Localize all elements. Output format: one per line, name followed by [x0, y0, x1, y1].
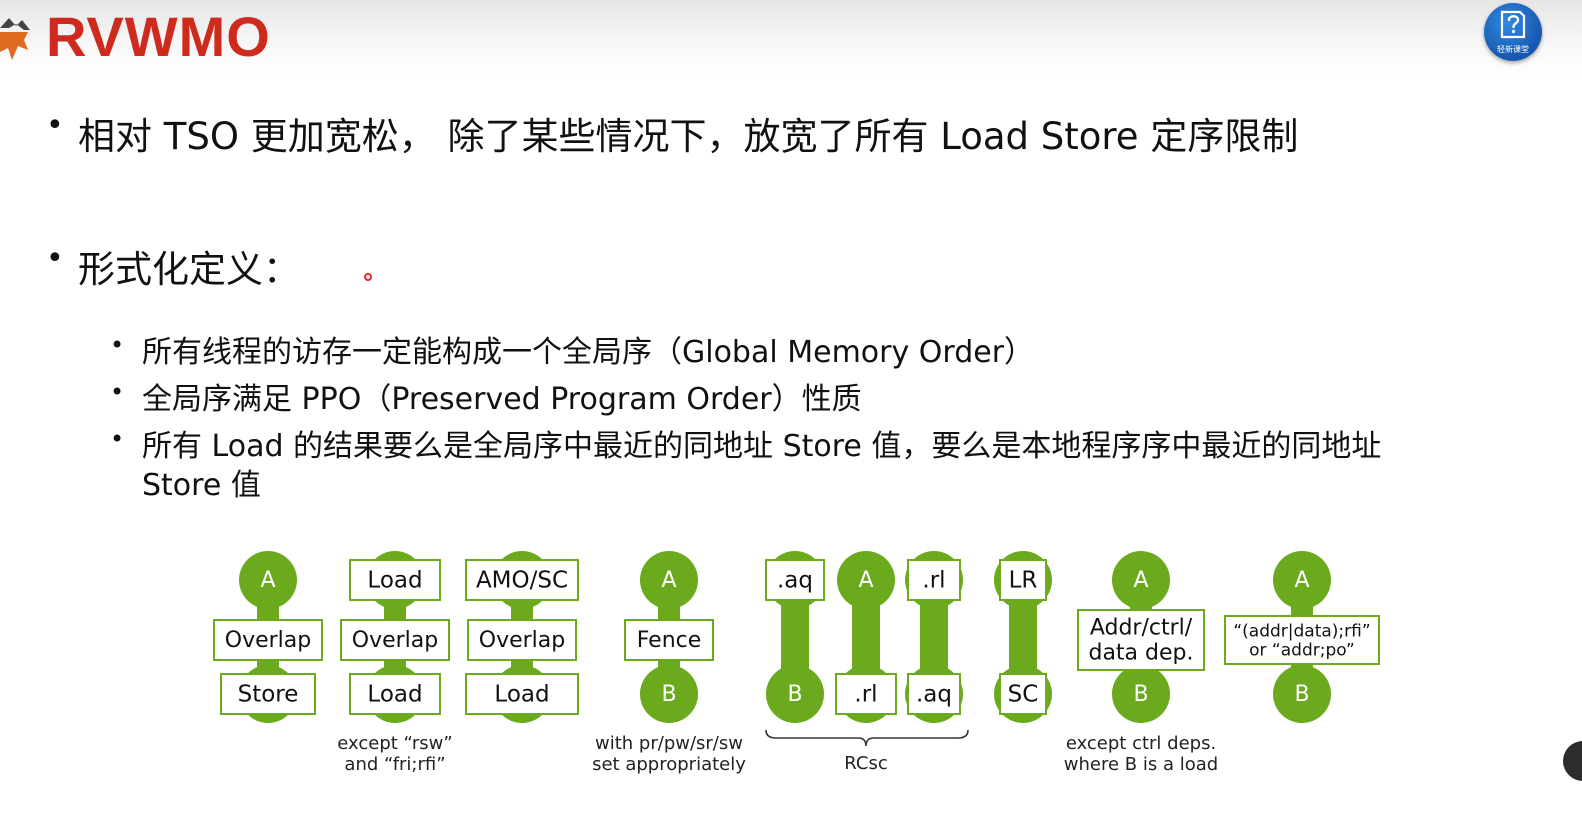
slide-title-bar [0, 0, 1582, 78]
bottom-node-circle [1112, 665, 1170, 723]
sub-bullet-dot: • [110, 378, 125, 406]
relation-label: Fence [637, 628, 702, 653]
relation-label: data dep. [1088, 641, 1193, 666]
bottom-node-label: B [787, 682, 802, 707]
top-node-label: A [1294, 568, 1309, 593]
relation-box [624, 619, 714, 661]
bottom-node-label: B [1294, 682, 1309, 707]
top-node-label: A [858, 568, 873, 593]
bottom-node-box [349, 673, 441, 715]
footnote-text: except ctrl deps. [1066, 733, 1216, 754]
top-node-circle [837, 551, 895, 609]
top-node-box [765, 559, 825, 601]
relation-label: Overlap [225, 628, 311, 653]
top-node-box [907, 559, 961, 601]
top-node-label: AMO/SC [476, 568, 568, 594]
relation-label: Overlap [352, 628, 438, 653]
sub-bullet-text: 全局序满足 PPO（Preserved Program Order）性质 [142, 382, 862, 417]
top-node-circle [239, 551, 297, 609]
top-node-circle [1273, 551, 1331, 609]
top-node-label: LR [1009, 568, 1038, 594]
bottom-node-label: Load [367, 682, 422, 708]
relation-box [1224, 615, 1380, 665]
footnote-text: set appropriately [592, 754, 746, 775]
bottom-node-label: Load [494, 682, 549, 708]
sub-bullet-text: Store 值 [142, 468, 261, 503]
laser-pointer [364, 273, 372, 281]
top-node-label: A [260, 568, 275, 593]
slide-title: RVWMO [46, 5, 271, 68]
relation-label: Addr/ctrl/ [1090, 616, 1193, 641]
bullet-text: 相对 TSO 更加宽松， 除了某些情况下，放宽了所有 Load Store 定序… [78, 115, 1299, 158]
footnote-text: except “rsw” [337, 733, 452, 754]
rcsc-brace [765, 729, 969, 747]
edge-widget [1563, 741, 1582, 781]
bottom-node-circle [1273, 665, 1331, 723]
relation-box [1077, 609, 1205, 671]
mountain-logo-icon [0, 18, 30, 60]
bottom-node-label: .aq [916, 682, 952, 708]
top-node-label: .aq [777, 568, 813, 594]
relation-label: Overlap [479, 628, 565, 653]
bullet-dot: • [46, 241, 64, 276]
top-node-circle [640, 551, 698, 609]
top-node-box [999, 559, 1047, 601]
bottom-node-circle [640, 665, 698, 723]
bottom-node-box [999, 673, 1047, 715]
top-node-label: A [661, 568, 676, 593]
bottom-node-circle [766, 665, 824, 723]
footnote-text: with pr/pw/sr/sw [595, 733, 743, 754]
bottom-node-box [465, 673, 579, 715]
top-node-box [465, 559, 579, 601]
bullet-dot: • [46, 108, 64, 143]
bottom-node-box [907, 673, 961, 715]
bottom-node-label: B [1133, 682, 1148, 707]
help-badge-button[interactable]: 轻新课堂 [1484, 3, 1542, 61]
bottom-node-label: SC [1008, 682, 1039, 708]
sub-bullet-text: 所有 Load 的结果要么是全局序中最近的同地址 Store 值，要么是本地程序… [142, 429, 1382, 464]
sub-bullet-dot: • [110, 425, 125, 453]
bottom-node-box [220, 673, 316, 715]
relation-label: or “addr;po” [1249, 641, 1355, 661]
relation-box [467, 619, 577, 661]
bullet-text: 形式化定义： [78, 248, 300, 291]
footnote-text: where B is a load [1064, 754, 1218, 775]
footnote-text: and “fri;rfi” [344, 754, 445, 775]
bottom-node-label: Store [238, 682, 299, 708]
relation-box [340, 619, 450, 661]
bottom-node-label: .rl [854, 682, 877, 708]
sub-bullet-text: 所有线程的访存一定能构成一个全局序（Global Memory Order） [142, 335, 1035, 370]
bottom-node-box [835, 673, 897, 715]
relation-box [213, 619, 323, 661]
rcsc-label: RCsc [844, 753, 887, 774]
top-node-box [349, 559, 441, 601]
badge-label: 轻新课堂 [1497, 45, 1529, 54]
top-node-label: .rl [922, 568, 945, 594]
top-node-label: A [1133, 568, 1148, 593]
sub-bullet-dot: • [110, 331, 125, 359]
relation-label: “(addr|data);rfi” [1233, 622, 1370, 642]
top-node-label: Load [367, 568, 422, 594]
top-node-circle [1112, 551, 1170, 609]
help-book-icon [1500, 10, 1526, 39]
bottom-node-label: B [661, 682, 676, 707]
